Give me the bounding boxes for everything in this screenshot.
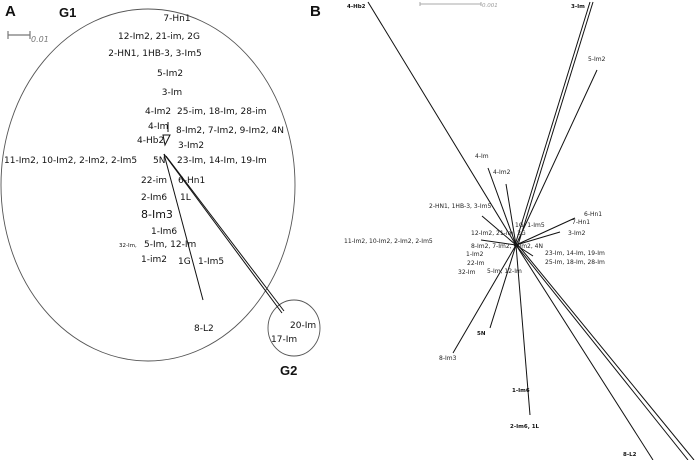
taxon-label: 2-HN1, 1HB-3, 3-Im5 [108, 49, 201, 59]
taxon-label: 1-Im2 [466, 251, 484, 258]
edge-b [515, 244, 689, 460]
panel-a: A G1 0.01 G2 7-Hn1 12-Im2, 21-im, 2G 2-H… [0, 3, 321, 378]
scale-bar-a-label: 0.01 [31, 35, 49, 44]
edge-a [163, 153, 204, 301]
taxon-label: 1-Im5 [198, 257, 224, 267]
edge-a [165, 155, 285, 312]
taxon-label: 12-Im2, 21-im, 2G [118, 32, 200, 42]
taxon-label: 1-im2 [141, 255, 167, 265]
taxon-label: 8-Im3 [141, 208, 173, 221]
edge-b [515, 231, 561, 246]
taxon-label: 7-Hn1 [572, 219, 590, 226]
panel-a-letter: A [5, 3, 16, 20]
taxon-label: 32-Im, [119, 243, 137, 249]
taxon-label: 3-Im [571, 4, 585, 10]
edge-b [515, 217, 576, 246]
taxon-label: 11-Im2, 10-Im2, 2-Im2, 2-Im5 [344, 238, 433, 245]
edge-b [517, 244, 695, 460]
taxon-label: 1G, 1-Im5 [515, 222, 545, 229]
group-label-g1: G1 [59, 5, 76, 20]
edge-b [515, 244, 534, 257]
taxon-label: 7-Hn1 [163, 14, 190, 24]
edge-b [452, 244, 517, 354]
taxon-label: 5-Im, 12-Im [144, 240, 196, 250]
taxon-label: 3-Im2 [568, 230, 586, 237]
taxon-label: 2-Im6 [141, 193, 167, 203]
taxon-label: 6-Hn1 [178, 176, 205, 186]
taxon-label: 1G [178, 257, 191, 267]
taxon-label: 23-Im, 14-Im, 19-Im [177, 156, 267, 166]
tree-edges-a [162, 122, 285, 314]
taxon-label: 22-im [141, 176, 167, 186]
taxon-label: 20-Im [290, 321, 316, 331]
edge-b [517, 1, 594, 246]
tree-edges-b [367, 1, 695, 460]
taxon-label: 1-Im6 [512, 388, 530, 394]
edge-b [489, 244, 517, 329]
taxon-label: 4-Im2 [493, 169, 511, 176]
edge-b [480, 239, 517, 246]
taxon-label: 5N [477, 331, 486, 337]
taxon-label: 3-Im [162, 88, 182, 98]
root-node-b [513, 242, 519, 248]
edge-b [514, 1, 591, 246]
taxon-labels-a: 7-Hn1 12-Im2, 21-im, 2G 2-HN1, 1HB-3, 3-… [4, 14, 316, 345]
taxon-label: 1-Im6 [151, 227, 177, 237]
edge-b [515, 69, 598, 246]
taxon-label: 8-Im2, 7-Im2, 9-Im2, 4N [176, 126, 284, 136]
taxon-label: 4-Im [148, 122, 168, 132]
taxon-label: 6-Hn1 [584, 211, 602, 218]
taxon-label: 5N [153, 156, 165, 166]
taxon-label: 8-L2 [623, 452, 637, 458]
edge-b [515, 244, 654, 460]
edge-b [487, 167, 517, 246]
edge-b [367, 1, 517, 246]
taxon-label: 5-Im2 [157, 69, 183, 79]
edge-b [515, 244, 531, 416]
edge-a [163, 153, 283, 314]
taxon-label: 23-Im, 14-Im, 19-Im [545, 250, 605, 257]
taxon-label: 2-HN1, 1HB-3, 3-Im5 [429, 203, 491, 210]
edge-a [162, 134, 171, 147]
taxon-label: 4-Hb2 [347, 4, 366, 10]
group-g1-ellipse [0, 8, 296, 362]
taxon-label: 3-Im2 [178, 141, 204, 151]
taxon-label: 32-Im [458, 269, 476, 276]
taxon-label: 4-Im2 [145, 107, 171, 117]
taxon-label: 5-Im, 12-Im [487, 268, 522, 275]
panel-b: B 0.001 4-Hb2 [310, 1, 695, 460]
edge-b [505, 183, 517, 246]
scale-bar-b-label: 0.001 [482, 3, 498, 9]
group-label-g2: G2 [280, 363, 297, 378]
taxon-label: 2-Im6, 1L [510, 424, 540, 430]
edge-b [481, 215, 517, 246]
taxon-label: 8-Im2, 7-Im2, 9-Im2, 4N [471, 243, 543, 250]
taxon-label: 4-Im [475, 153, 489, 160]
taxon-label: 4-Hb2 [137, 136, 164, 146]
taxon-labels-b: 4-Hb2 3-Im 5-Im2 4-Im 4-Im2 2-HN1, 1HB-3… [344, 4, 637, 458]
taxon-label: 25-Im, 18-Im, 28-Im [545, 259, 605, 266]
taxon-label: 11-Im2, 10-Im2, 2-Im2, 2-Im5 [4, 156, 137, 166]
taxon-label: 22-Im [467, 260, 485, 267]
taxon-label: 25-im, 18-Im, 28-im [177, 107, 267, 117]
scale-bar-b: 0.001 [419, 2, 498, 9]
taxon-label: 8-L2 [194, 324, 214, 334]
taxon-label: 1L [180, 193, 191, 203]
taxon-label: 8-Im3 [439, 355, 457, 362]
taxon-label: 5-Im2 [588, 56, 606, 63]
taxon-label: 17-Im [271, 335, 297, 345]
scale-bar-a: 0.01 [7, 31, 49, 44]
taxon-label: 12-Im2, 21-im, 2G [471, 230, 526, 237]
panel-b-letter: B [310, 3, 321, 20]
group-g2-ellipse [267, 299, 321, 357]
